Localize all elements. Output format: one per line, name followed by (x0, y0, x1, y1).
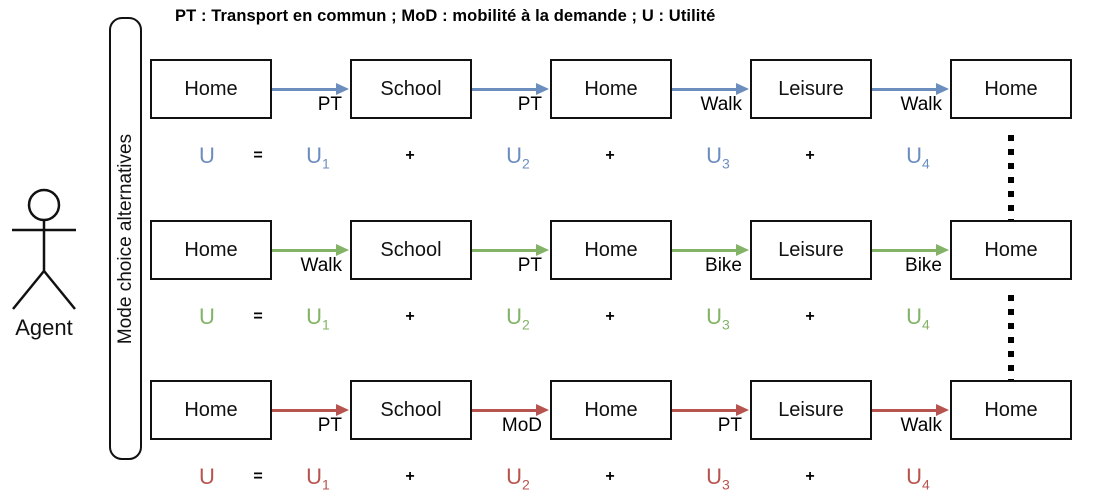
u-term-2: U2 (506, 304, 530, 333)
mode-label: Walk (900, 94, 942, 115)
agent-label: Agent (15, 315, 73, 340)
activity-box: Home (950, 59, 1072, 119)
u-term-1: U1 (306, 464, 330, 493)
trip-arrow-icon (472, 83, 549, 95)
trip-arrow-icon (872, 404, 949, 416)
equals-sign: = (253, 147, 263, 164)
activity-box: Leisure (750, 59, 872, 119)
alternative-row-3: Home School Home Leisure Home PT MoD PT … (0, 380, 1100, 442)
mode-label: MoD (501, 415, 542, 436)
trip-arrow-icon (272, 404, 349, 416)
activity-box: Home (150, 220, 272, 280)
mode-label: Bike (705, 255, 742, 276)
u-term-1: U1 (306, 143, 330, 172)
activity-box: Home (550, 380, 672, 440)
mode-label: Walk (700, 94, 742, 115)
plus-sign: + (805, 147, 815, 164)
mode-label: PT (517, 94, 542, 115)
trip-arrow-icon (872, 244, 949, 256)
continuation-dotted-line (1008, 287, 1014, 380)
activity-box: Home (550, 220, 672, 280)
trip-arrow-icon (272, 83, 349, 95)
alternative-row-2: Home School Home Leisure Home Walk PT Bi… (0, 220, 1100, 282)
activity-box: Home (150, 59, 272, 119)
activity-box: School (350, 380, 472, 440)
u-term-4: U4 (906, 143, 930, 172)
mode-label: Walk (300, 255, 342, 276)
utility-equation-1: U = U1 + U2 + U3 + U4 (0, 143, 1100, 173)
utility-equation-2: U = U1 + U2 + U3 + U4 (0, 304, 1100, 334)
activity-box: Home (950, 220, 1072, 280)
trip-arrow-icon (672, 404, 749, 416)
mode-label: PT (317, 94, 342, 115)
activity-box: Home (950, 380, 1072, 440)
plus-sign: + (405, 147, 415, 164)
mode-choice-bracket: Mode choice alternatives (109, 17, 142, 460)
legend-title: PT : Transport en commun ; MoD : mobilit… (175, 7, 716, 25)
continuation-dotted-line (1008, 127, 1014, 220)
plus-sign: + (405, 308, 415, 325)
activity-box: Leisure (750, 220, 872, 280)
trip-arrow-icon (472, 404, 549, 416)
u-term-4: U4 (906, 464, 930, 493)
equals-sign: = (253, 468, 263, 485)
u-term-3: U3 (706, 464, 730, 493)
activity-box: School (350, 59, 472, 119)
trip-arrow-icon (672, 244, 749, 256)
trip-arrow-icon (672, 83, 749, 95)
trip-arrow-icon (872, 83, 949, 95)
plus-sign: + (605, 147, 615, 164)
activity-box: Leisure (750, 380, 872, 440)
activity-box: School (350, 220, 472, 280)
plus-sign: + (405, 468, 415, 485)
plus-sign: + (805, 308, 815, 325)
utility-equation-3: U = U1 + U2 + U3 + U4 (0, 464, 1100, 494)
agent-stick-figure-icon (12, 188, 76, 310)
u-term-3: U3 (706, 304, 730, 333)
activity-box: Home (150, 380, 272, 440)
mode-label: Bike (905, 255, 942, 276)
u-term-4: U4 (906, 304, 930, 333)
alternative-row-1: Home School Home Leisure Home PT PT Walk… (0, 59, 1100, 121)
plus-sign: + (605, 308, 615, 325)
u-total: U (199, 304, 215, 329)
trip-arrow-icon (472, 244, 549, 256)
u-total: U (199, 464, 215, 489)
u-term-1: U1 (306, 304, 330, 333)
mode-label: PT (317, 415, 342, 436)
u-total: U (199, 143, 215, 168)
u-term-2: U2 (506, 143, 530, 172)
u-term-3: U3 (706, 143, 730, 172)
mode-label: PT (517, 255, 542, 276)
trip-arrow-icon (272, 244, 349, 256)
equals-sign: = (253, 308, 263, 325)
plus-sign: + (605, 468, 615, 485)
activity-box: Home (550, 59, 672, 119)
plus-sign: + (805, 468, 815, 485)
mode-label: Walk (900, 415, 942, 436)
u-term-2: U2 (506, 464, 530, 493)
mode-label: PT (717, 415, 742, 436)
